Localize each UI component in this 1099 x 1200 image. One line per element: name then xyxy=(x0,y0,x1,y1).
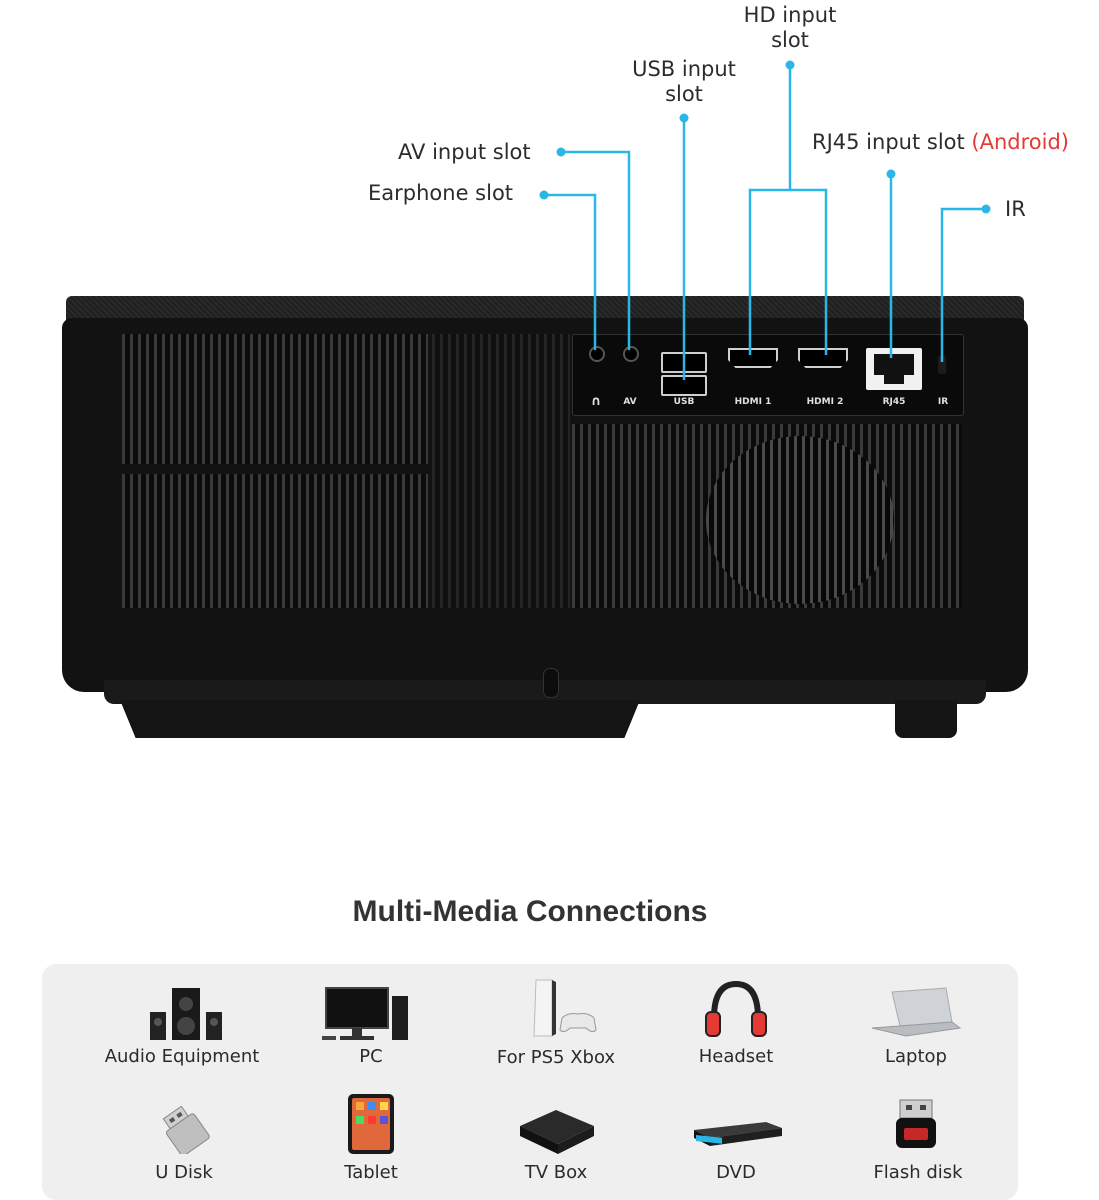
hdmi2-port xyxy=(798,348,848,368)
ir-port-label: IR xyxy=(937,397,949,407)
rj45-callout: RJ45 input slot (Android) xyxy=(812,130,1069,154)
hdmi1-port-label: HDMI 1 xyxy=(734,397,772,407)
fan-grille xyxy=(706,436,894,604)
rj45-callout-label: RJ45 input slot xyxy=(812,130,965,154)
dvd-player-icon xyxy=(686,1100,786,1164)
device-label-headset: Headset xyxy=(698,1046,774,1067)
device-label-tablet: Tablet xyxy=(344,1162,398,1183)
laptop-icon xyxy=(866,982,966,1046)
projector-adjust-knob xyxy=(543,668,559,698)
device-label-pc: PC xyxy=(359,1046,383,1067)
av-input-callout-label: AV input slot xyxy=(398,140,531,164)
middle-vent xyxy=(432,334,570,608)
left-vent-lower xyxy=(122,474,428,608)
av-jack xyxy=(623,346,639,362)
rj45-port xyxy=(866,348,922,390)
tablet-icon xyxy=(322,1094,422,1158)
tv-box-icon xyxy=(506,1100,606,1164)
projector-rear-foot xyxy=(895,700,957,738)
earphone-leader xyxy=(544,193,597,350)
device-label-flash-disk: Flash disk xyxy=(873,1162,963,1183)
game-console-icon xyxy=(506,978,606,1042)
connections-title: Multi-Media Connections xyxy=(352,895,708,928)
ir-receiver xyxy=(938,356,946,374)
rj45-port-label: RJ45 xyxy=(882,397,906,407)
monitor-icon xyxy=(316,982,416,1046)
flash-disk-icon xyxy=(870,1096,970,1160)
av-leader xyxy=(561,150,631,350)
earphone-callout-label: Earphone slot xyxy=(368,181,514,205)
earphone-leader-dot xyxy=(539,190,549,200)
device-label-tv-box: TV Box xyxy=(524,1162,588,1183)
callout-leader-lines xyxy=(539,60,991,380)
ir-leader-dot xyxy=(981,204,991,214)
av-leader-dot xyxy=(556,147,566,157)
hdmi1-port xyxy=(728,348,778,368)
device-label-dvd: DVD xyxy=(716,1162,756,1183)
usb-leader-dot xyxy=(679,113,689,123)
earphone-port-label: ∩ xyxy=(590,394,602,409)
earphone-jack xyxy=(589,346,605,362)
left-vent-upper xyxy=(122,334,428,464)
rj45-leader-dot xyxy=(886,169,896,179)
hdmi2-port-label: HDMI 2 xyxy=(806,397,844,407)
av-port-label: AV xyxy=(623,397,637,407)
ir-leader xyxy=(940,207,986,362)
headphones-icon xyxy=(686,978,786,1042)
hdmi1-leader xyxy=(748,188,790,355)
android-note: (Android) xyxy=(971,130,1069,154)
ir-callout-label: IR xyxy=(1005,197,1026,221)
connections-panel xyxy=(42,964,1018,1200)
hdmi2-leader xyxy=(790,188,828,355)
usb-drive-icon xyxy=(134,1094,234,1158)
usb-input-callout-label: USB input slot xyxy=(632,57,736,106)
speaker-icon xyxy=(136,982,236,1046)
hd-input-leader-dot xyxy=(785,60,795,70)
projector-front-foot xyxy=(120,700,640,738)
device-label-laptop: Laptop xyxy=(885,1046,947,1067)
hd-input-callout-label: HD input slot xyxy=(743,3,837,52)
usb-port-label: USB xyxy=(673,397,695,407)
device-label-ps5-xbox: For PS5 Xbox xyxy=(496,1047,616,1068)
device-label-u-disk: U Disk xyxy=(155,1162,213,1183)
device-label-audio-equipment: Audio Equipment xyxy=(104,1046,260,1067)
